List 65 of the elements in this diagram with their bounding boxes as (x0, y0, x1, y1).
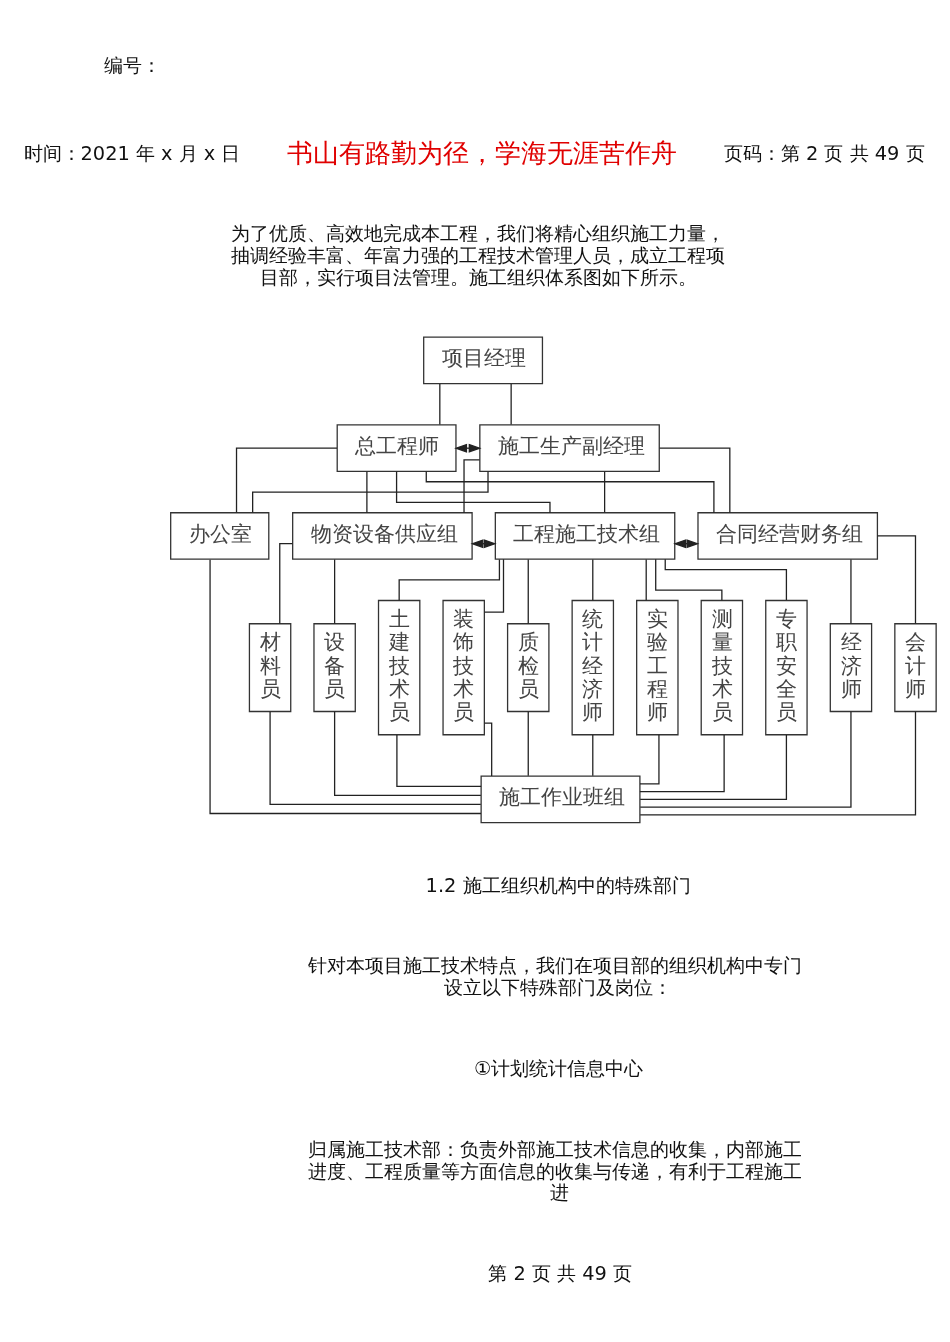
connector (483, 722, 493, 777)
connector (639, 733, 788, 800)
node-box: 施工作业班组 (480, 774, 641, 823)
connector (425, 470, 715, 513)
connector (333, 558, 336, 624)
arrow (673, 538, 700, 548)
node-box: 工程施工技术组 (494, 511, 676, 560)
label: 为了优质、高效地完成本工程，我们将精心组织施工力量，抽调经验丰富、年富力强的工程技术管理人员，成立工程项目部，实行项目法管理。施工组织体系图如下所示。 (230, 221, 725, 289)
connector (876, 534, 917, 624)
node-box: 材料员 (248, 622, 292, 712)
connector (850, 558, 852, 624)
label: 页码：第 2 页 共 49 页 (723, 141, 925, 165)
connector (209, 558, 482, 814)
connector (279, 542, 293, 624)
connector (463, 458, 481, 513)
connector (639, 710, 917, 815)
node-box: 质检员 (506, 622, 550, 712)
node-box: 专职安全员 (765, 599, 808, 735)
node-box: 实验工程师 (636, 599, 679, 735)
connector (439, 382, 441, 425)
connector (527, 558, 529, 624)
connector (527, 710, 529, 776)
connector (645, 558, 647, 601)
label: 编号： (103, 53, 161, 77)
connector (664, 558, 788, 601)
connector (366, 470, 368, 513)
connector (639, 710, 852, 808)
arrow (470, 538, 497, 548)
connector (658, 447, 731, 513)
node-box: 办公室 (170, 511, 270, 560)
label: 时间：2021 年 x 月 x 日 (23, 141, 241, 165)
label: 书山有路勤为径，学海无涯苦作舟 (286, 137, 677, 168)
node-box: 物资设备供应组 (292, 511, 473, 560)
connector (235, 447, 338, 513)
node-box: 会计师 (894, 622, 937, 712)
label: 第 2 页 共 49 页 (488, 1261, 632, 1285)
connector (395, 470, 551, 513)
connector (252, 470, 489, 513)
label: ①计划统计信息中心 (474, 1056, 644, 1080)
connector (396, 733, 482, 787)
connector (483, 558, 505, 613)
label: 针对本项目施工技术特点，我们在项目部的组织机构中专门设立以下特殊部门及岗位： (308, 953, 803, 999)
node-box: 设备员 (313, 622, 356, 712)
node-box: 装饰技术员 (442, 599, 485, 735)
connector (333, 710, 482, 796)
node-box: 总工程师 (336, 423, 457, 472)
connector (639, 733, 725, 792)
connector (269, 710, 482, 805)
node-box: 施工生产副经理 (479, 423, 660, 472)
connector (655, 558, 723, 601)
node-box: 统计经济师 (571, 599, 615, 735)
connector (398, 558, 501, 601)
node-box: 测量技术员 (700, 599, 744, 735)
label: 1.2 施工组织机构中的特殊部门 (425, 873, 691, 897)
connector (639, 733, 660, 784)
arrow (454, 443, 482, 453)
node-box: 土建技术员 (377, 599, 421, 735)
node-box: 经济师 (829, 622, 873, 712)
connector (592, 558, 594, 601)
connector (510, 382, 512, 425)
connector (592, 733, 594, 776)
node-box: 项目经理 (423, 336, 544, 384)
connector (603, 470, 606, 513)
label: 归属施工技术部：负责外部施工技术信息的收集，内部施工进度、工程质量等方面信息的收集与传递，有利于工程施工进 (308, 1137, 803, 1204)
node-box: 合同经营财务组 (697, 511, 879, 560)
